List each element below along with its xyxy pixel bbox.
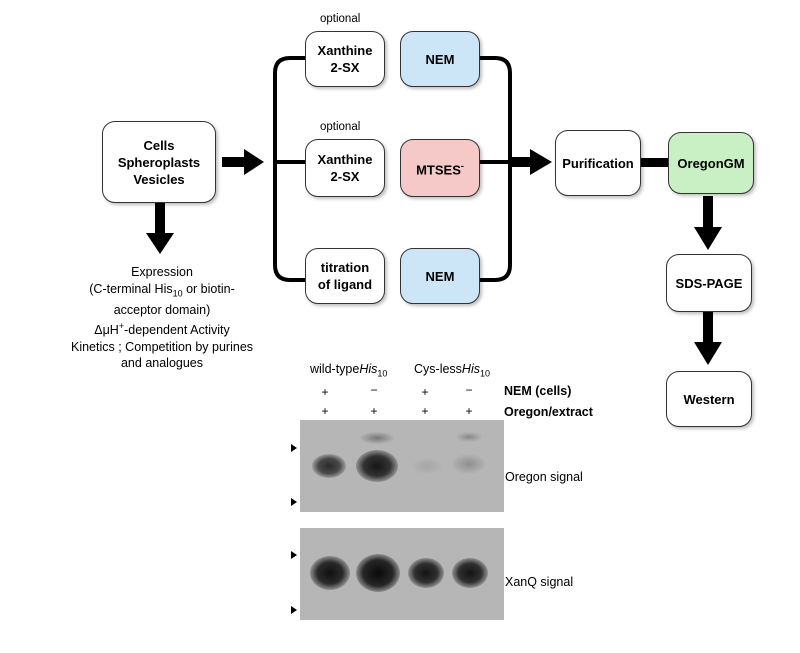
nem-symbol-lane1: +	[321, 385, 329, 399]
western-box: Western	[666, 371, 752, 427]
optional-label-top: optional	[320, 13, 361, 25]
nem-box-top: NEM	[400, 31, 480, 87]
wildtype-his: His	[359, 362, 378, 376]
oregon-symbol-lane4: +	[465, 404, 473, 418]
oregongm-box: OregonGM	[668, 132, 754, 194]
arrow-to-purification	[508, 149, 552, 175]
oregon-band-lane1	[312, 454, 346, 478]
cells-box: Cells Spheroplasts Vesicles	[102, 121, 216, 203]
expression-line5: Kinetics ; Competition by purines	[70, 339, 254, 354]
xanq-marker-top	[291, 551, 297, 559]
xanthine-top-line1: Xanthine	[317, 43, 373, 58]
spheroplasts-label: Spheroplasts	[117, 154, 201, 170]
wildtype-text: wild-type	[310, 362, 360, 376]
expression-notes: Expression (C-terminal His10 or biotin- …	[52, 264, 272, 372]
xanq-band-lane1	[310, 556, 350, 590]
nem-top-label: NEM	[425, 51, 455, 67]
oregon-signal-label: Oregon signal	[505, 470, 583, 484]
oregon-band-lane3	[412, 458, 442, 474]
nem-box-bottom: NEM	[400, 248, 480, 304]
vesicles-label: Vesicles	[133, 171, 185, 187]
expression-line2-post: or biotin-	[182, 281, 235, 296]
xanthine-middle-line1: Xanthine	[317, 152, 373, 167]
right-bracket	[480, 56, 512, 282]
cysless-sub: 10	[479, 368, 490, 379]
xanq-band-lane3	[408, 558, 444, 588]
wildtype-sub: 10	[377, 368, 388, 379]
expression-line4-post: -dependent Activity	[124, 323, 230, 338]
oregon-marker-top	[291, 444, 297, 452]
oregon-row-label: Oregon/extract	[504, 405, 593, 419]
connector-purification-oregongm	[641, 158, 668, 167]
oregon-band-lane2	[356, 450, 398, 482]
oregongm-label: OregonGM	[677, 155, 745, 171]
mtses-box: MTSES-	[400, 139, 480, 197]
expression-line6: and analogues	[120, 356, 204, 371]
xanq-blot-panel	[300, 528, 504, 620]
titration-line2: of ligand	[317, 277, 373, 292]
cysless-text: Cys-less	[414, 362, 462, 376]
expression-line1: Expression	[131, 265, 193, 279]
arrow-cells-to-conditions	[222, 149, 264, 175]
arrow-sdspage-to-western	[694, 312, 722, 365]
nem-symbol-lane3: +	[421, 385, 429, 399]
purification-box: Purification	[555, 130, 641, 196]
nem-row-label: NEM (cells)	[504, 384, 572, 398]
purification-label: Purification	[562, 155, 634, 171]
optional-label-middle: optional	[320, 121, 361, 133]
cysless-header: Cys-lessHis10	[414, 362, 490, 379]
mtses-label: MTSES	[416, 162, 461, 178]
xanthine-top-line2: 2-SX	[330, 60, 360, 75]
titration-box: titration of ligand	[305, 248, 385, 304]
nem-symbol-lane4: −	[465, 383, 473, 397]
mtses-superscript: -	[460, 160, 464, 171]
oregon-band-lane2-upper	[360, 432, 394, 444]
xanthine-middle-line2: 2-SX	[330, 169, 360, 184]
xanq-signal-label: XanQ signal	[505, 575, 574, 589]
wildtype-header: wild-typeHis10	[310, 362, 387, 379]
xanthine-box-top: Xanthine 2-SX	[305, 31, 385, 87]
cells-label: Cells	[143, 137, 175, 153]
western-label: Western	[683, 391, 735, 407]
mtses-label-wrap: MTSES-	[416, 158, 464, 178]
xanq-band-lane4	[452, 558, 488, 588]
nem-symbol-lane2: −	[370, 383, 378, 397]
oregon-marker-bottom	[291, 498, 297, 506]
oregon-blot-panel	[300, 420, 504, 512]
sds-page-label: SDS-PAGE	[675, 275, 743, 291]
expression-line4-sup: +	[118, 321, 125, 331]
arrow-cells-to-expression	[146, 203, 174, 254]
cysless-his: His	[461, 362, 480, 376]
expression-line2-pre: (C-terminal His	[89, 281, 173, 296]
oregon-symbol-lane3: +	[421, 404, 429, 418]
titration-line1: titration	[320, 260, 370, 275]
expression-line3: acceptor domain)	[113, 302, 211, 317]
oregon-band-lane4	[452, 454, 486, 474]
expression-line4-pre: ΔμH	[94, 323, 119, 338]
expression-line2-sub: 10	[172, 288, 183, 298]
expression-line4: ΔμH+-dependent Activity	[52, 318, 272, 339]
oregon-symbol-lane1: +	[321, 404, 329, 418]
nem-bottom-label: NEM	[425, 268, 455, 284]
expression-line2: (C-terminal His10 or biotin-	[52, 281, 272, 302]
xanthine-box-middle: Xanthine 2-SX	[305, 139, 385, 197]
left-bracket	[273, 56, 305, 282]
xanq-marker-bottom	[291, 606, 297, 614]
xanq-band-lane2	[356, 554, 400, 592]
arrow-oregongm-to-sdspage	[694, 196, 722, 250]
oregon-band-lane4-upper	[456, 432, 482, 442]
sds-page-box: SDS-PAGE	[666, 254, 752, 312]
oregon-symbol-lane2: +	[370, 404, 378, 418]
